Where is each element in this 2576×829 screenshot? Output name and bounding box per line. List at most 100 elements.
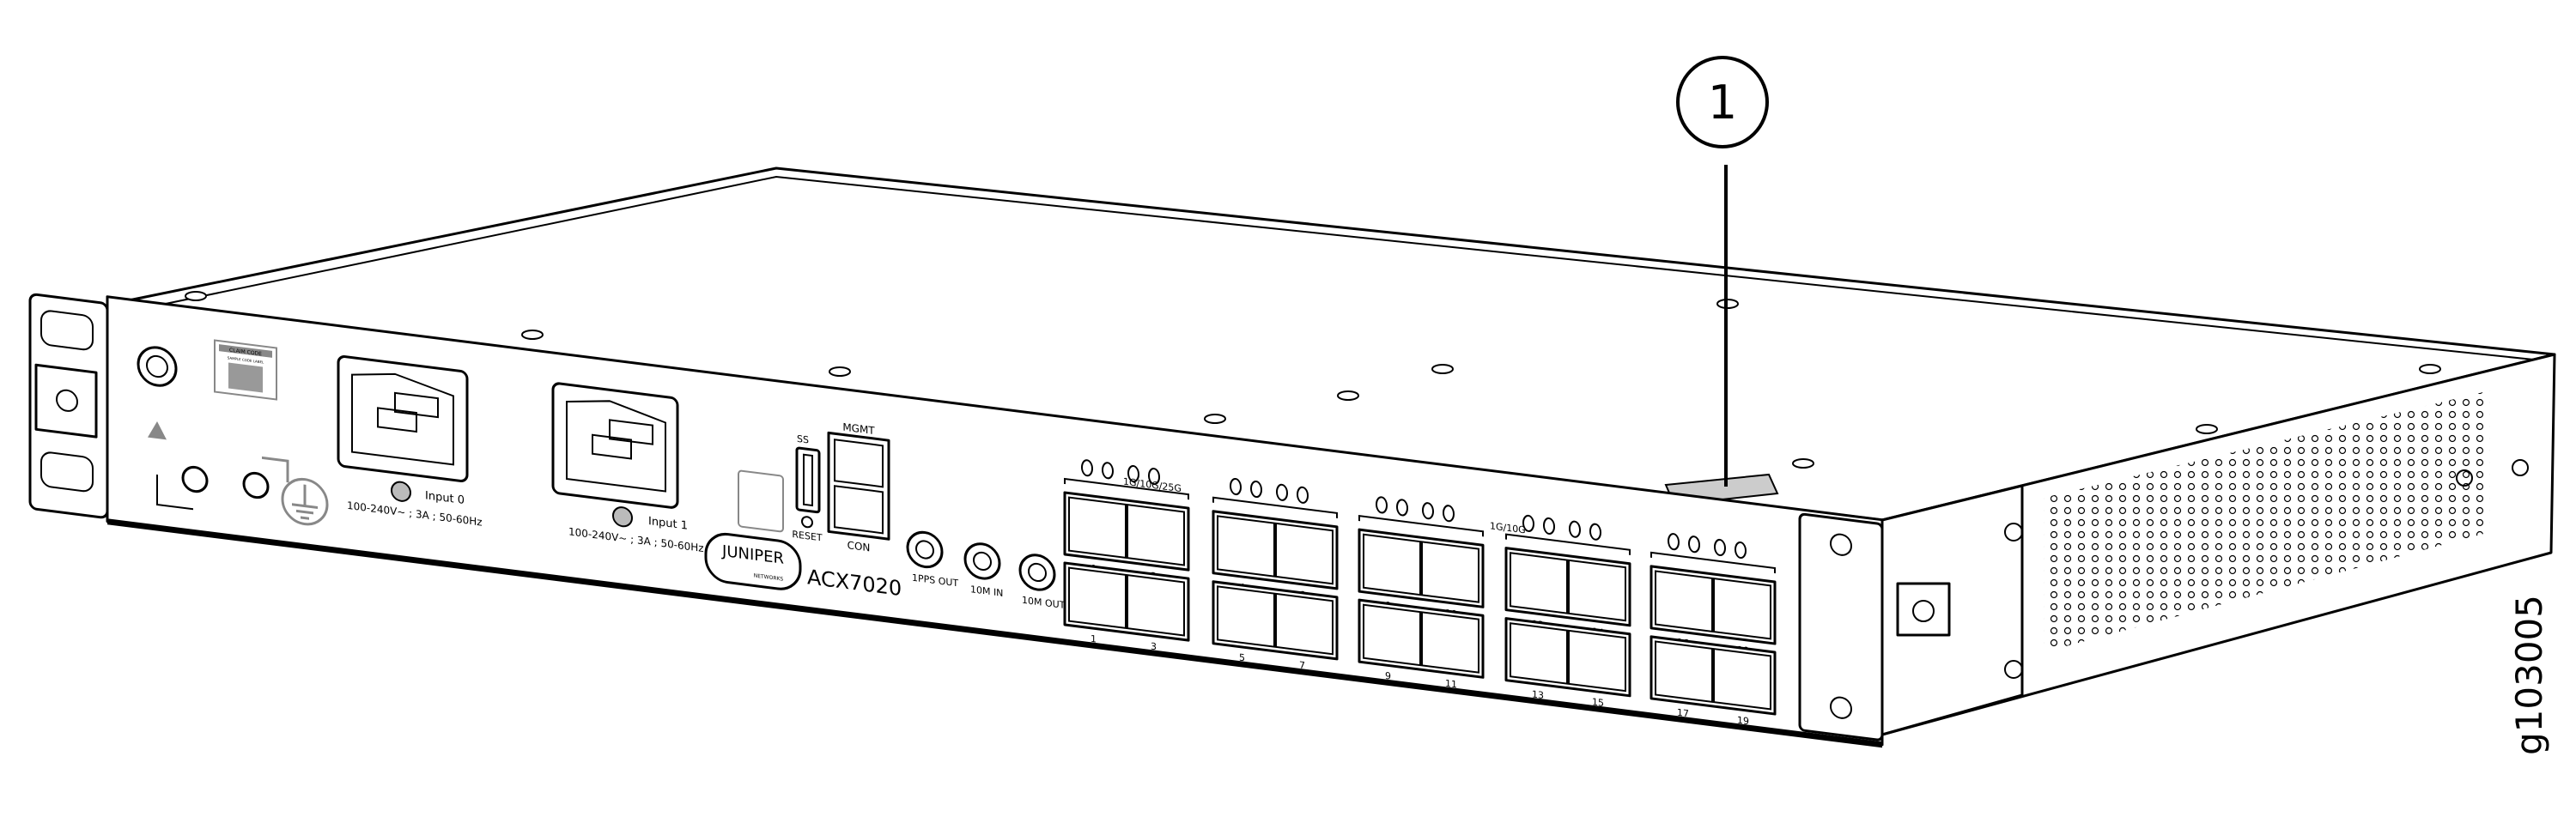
input-1-label: Input 1 (648, 515, 688, 533)
top-screws (185, 291, 2441, 469)
reset-label: RESET (792, 529, 822, 543)
port-led (1297, 486, 1309, 504)
bnc-10m-in[interactable] (963, 542, 1001, 580)
port-group-bracket (1650, 551, 1776, 574)
qr-code (228, 362, 263, 393)
sfp-port-6[interactable] (1275, 522, 1334, 585)
con-label: CON (848, 539, 871, 554)
esd-jack (181, 465, 209, 493)
bnc-1pps-out[interactable] (906, 530, 944, 569)
right-ear-hole (1912, 600, 1935, 622)
port-led (1396, 499, 1408, 517)
port-number: 1 (1091, 633, 1097, 645)
sfp-port-0[interactable] (1068, 496, 1127, 560)
speed-label-10g: 1G/10G (1490, 520, 1526, 536)
port-led (1081, 459, 1093, 477)
port-group-bracket (1505, 533, 1631, 555)
sfp-port-17[interactable] (1655, 640, 1713, 703)
mgmt-con-block (827, 431, 890, 541)
side-screw (2456, 469, 2473, 487)
sfp-port-2[interactable] (1127, 504, 1185, 566)
port-number: 3 (1151, 641, 1157, 653)
ground-stud (137, 346, 178, 387)
sfp-port-18[interactable] (1713, 577, 1771, 640)
front-panel: CLAIM CODE SAMPLE CODE LABEL Input 0 100… (28, 293, 1884, 748)
port-group-1: 4657 (1212, 477, 1339, 671)
mgmt-port[interactable] (834, 439, 884, 488)
right-front-plate (1798, 512, 1884, 741)
ground-icon (281, 477, 329, 526)
brand-sub-text: NETWORKS (754, 572, 784, 582)
left-ear-slot (34, 363, 98, 439)
sfp-port-12[interactable] (1510, 552, 1568, 614)
sfp-port-4[interactable] (1217, 515, 1275, 578)
port-group-3: 12141315 (1504, 514, 1631, 709)
port-led (1668, 533, 1680, 551)
port-led (1102, 462, 1114, 480)
callout-number: 1 (1708, 76, 1737, 130)
sfp-port-14[interactable] (1568, 559, 1626, 622)
front-screw (1830, 533, 1852, 556)
sfp-port-5[interactable] (1217, 585, 1275, 648)
right-ear-slot (1896, 582, 1951, 637)
port-led (1276, 483, 1288, 501)
port-group-2: 810911 (1358, 496, 1485, 690)
sfp-port-1[interactable] (1068, 566, 1127, 630)
sfp-port-11[interactable] (1421, 611, 1479, 674)
input-1-led (612, 506, 633, 528)
port-led (1589, 523, 1601, 541)
side-vents (2044, 390, 2490, 652)
sfp-port-7[interactable] (1275, 592, 1334, 656)
claim-code-title: CLAIM CODE (229, 348, 262, 358)
bnc-10m-out[interactable] (1018, 553, 1056, 591)
port-led (1127, 465, 1139, 483)
bnc-label-10m-out: 10M OUT (1022, 595, 1066, 611)
claim-code-label: CLAIM CODE SAMPLE CODE LABEL (214, 339, 277, 401)
port-number: 13 (1532, 688, 1544, 701)
sfp-port-9[interactable] (1363, 603, 1421, 667)
blank-label-area (738, 469, 784, 533)
top-edge-line (119, 175, 2543, 361)
sfp-port-16[interactable] (1655, 570, 1713, 632)
port-led (1250, 481, 1262, 499)
port-number: 17 (1677, 707, 1689, 720)
port-led (1569, 520, 1581, 538)
input-0-led (391, 481, 411, 502)
usb-port[interactable] (795, 446, 821, 514)
port-led (1230, 477, 1242, 496)
port-group-bracket (1212, 496, 1338, 518)
sfp-port-13[interactable] (1510, 622, 1568, 685)
power-inlet-0[interactable] (337, 354, 469, 483)
mgmt-label: MGMT (842, 421, 875, 437)
figure-id: g103005 (2508, 595, 2550, 755)
sfp-port-groups: 021346578109111214131516181719 (1063, 459, 1777, 728)
sfp-port-10[interactable] (1421, 541, 1479, 603)
sfp-port-3[interactable] (1127, 574, 1185, 637)
reset-button[interactable] (801, 516, 813, 529)
sfp-port-15[interactable] (1568, 629, 1626, 693)
usb-label: SS (797, 433, 809, 446)
esd-jack (242, 471, 270, 499)
esd-icon (148, 421, 167, 440)
port-led (1714, 538, 1726, 557)
juniper-logo (704, 532, 802, 590)
port-number: 5 (1239, 652, 1245, 664)
port-number: 19 (1737, 715, 1749, 728)
port-number: 9 (1385, 670, 1391, 682)
port-number: 15 (1592, 696, 1604, 709)
port-led (1422, 502, 1434, 520)
port-number: 7 (1299, 659, 1305, 671)
port-led (1443, 505, 1455, 523)
port-group-4: 16181719 (1649, 533, 1777, 728)
callout-circle (1676, 56, 1769, 148)
sfp-port-8[interactable] (1363, 533, 1421, 596)
port-led (1148, 468, 1160, 486)
front-screw (1830, 696, 1852, 719)
power-inlet-1[interactable] (551, 382, 679, 509)
input-0-label: Input 0 (425, 489, 465, 507)
right-ear-screw (2004, 523, 2023, 542)
port-group-0: 0213 (1063, 459, 1190, 653)
port-led (1688, 536, 1700, 554)
con-port[interactable] (834, 485, 884, 535)
sfp-port-19[interactable] (1713, 647, 1771, 711)
